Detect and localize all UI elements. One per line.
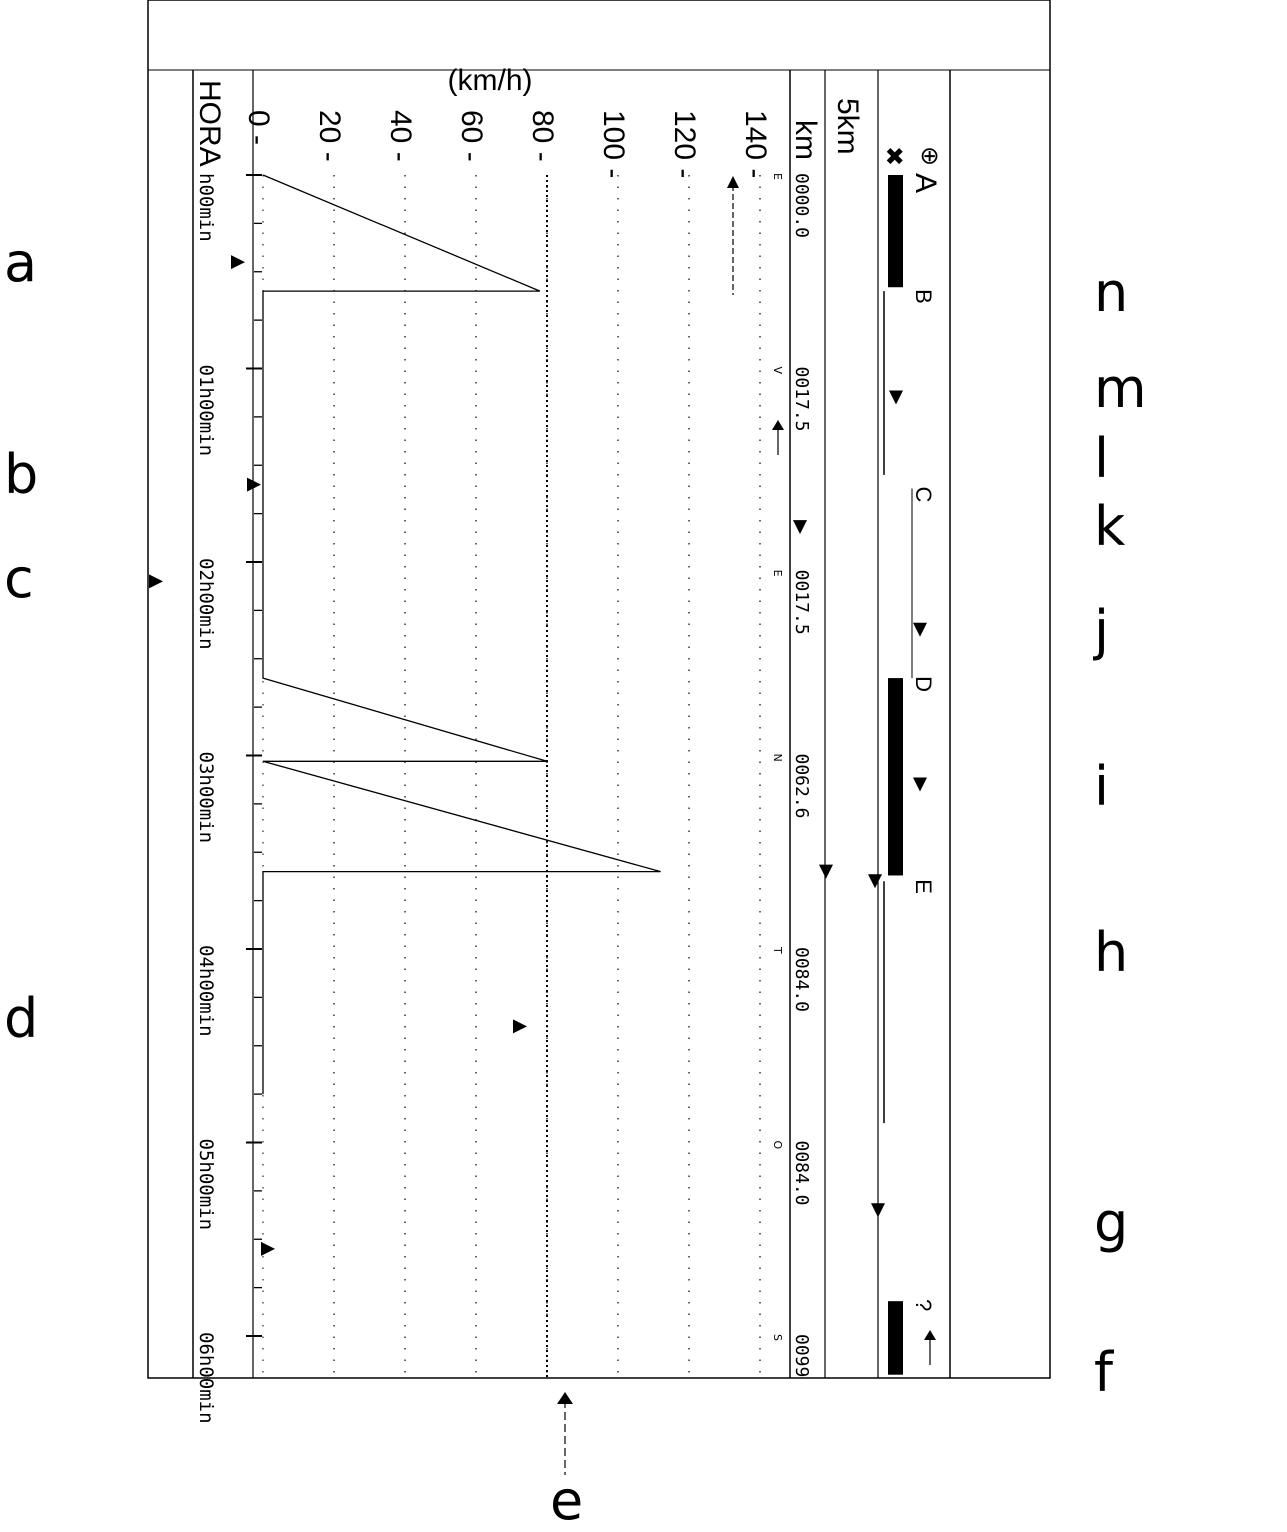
- odometer-value: 0084.0: [791, 947, 812, 1012]
- x-tick-label: 04h00min: [195, 945, 217, 1037]
- pointer-label-d: d: [4, 987, 39, 1050]
- y-tick-label: 80 -: [526, 110, 559, 162]
- odometer-value: 0017.5: [791, 570, 812, 635]
- x-tick-label: 06h00min: [195, 1332, 217, 1424]
- activity-bar-driving: [888, 1301, 903, 1375]
- activity-label: A: [909, 173, 942, 193]
- x-tick-label: h00min: [195, 173, 217, 242]
- pointer-label-g: g: [1094, 1191, 1129, 1254]
- distance-scale-label: 5km: [831, 98, 864, 155]
- marker-c: [149, 574, 163, 589]
- y-tick-label: 20 -: [313, 110, 346, 162]
- activity-bar-driving: [888, 678, 903, 876]
- pointer-label-b: b: [4, 443, 39, 506]
- odometer-code: E: [771, 173, 784, 180]
- x-axis-label: HORA: [193, 80, 226, 167]
- marker-g: [871, 1203, 885, 1218]
- pointer-label-m: m: [1094, 357, 1147, 420]
- pointer-label-a: a: [4, 231, 38, 294]
- marker-d: [513, 1019, 527, 1034]
- activity-bar-driving: [888, 175, 903, 288]
- y-axis-label: (km/h): [448, 64, 533, 97]
- activity-label: B: [911, 289, 936, 304]
- marker-h: [819, 864, 833, 879]
- speed-trace: [262, 174, 661, 1095]
- odometer-value: 0062.6: [791, 754, 812, 819]
- odometer-code: S: [771, 1334, 784, 1341]
- arrow-e-head: [557, 1392, 573, 1404]
- pointer-label-f: f: [1094, 1341, 1114, 1404]
- marker-b: [247, 477, 261, 492]
- marker-g-trace: [261, 1241, 275, 1256]
- x-tick-label: 01h00min: [195, 365, 217, 457]
- x-tick-label: 02h00min: [195, 558, 217, 650]
- x-tick-label: 05h00min: [195, 1139, 217, 1231]
- odometer-value: 0017.5: [791, 367, 812, 432]
- pointer-label-c: c: [4, 547, 34, 610]
- arrow-130-head: [727, 176, 739, 188]
- header-symbol-2: ✖: [880, 146, 908, 166]
- pointer-label-e: e: [550, 1469, 584, 1532]
- odometer-code: V: [771, 367, 784, 375]
- pointer-label-h: h: [1094, 921, 1129, 984]
- marker-i: [913, 777, 927, 792]
- odometer-value: 0099: [791, 1334, 812, 1377]
- distance-unit-label: km: [789, 120, 822, 160]
- y-tick-label: 140 -: [739, 110, 772, 178]
- odometer-code: T: [771, 946, 784, 954]
- odometer-code: O: [771, 1141, 784, 1150]
- header-symbol-1: ⊕: [916, 146, 944, 166]
- pointer-label-i: i: [1094, 755, 1110, 818]
- y-tick-label: 40 -: [384, 110, 417, 162]
- odometer-code: N: [771, 754, 784, 762]
- pointer-label-j: j: [1094, 599, 1110, 662]
- activity-label: C: [911, 486, 936, 502]
- x-tick-label: 03h00min: [195, 752, 217, 844]
- y-tick-label: 60 -: [455, 110, 488, 162]
- y-tick-label: 100 -: [597, 110, 630, 178]
- chart-frame: [147, 0, 1051, 1379]
- odometer-value: 0084.0: [791, 1141, 812, 1206]
- arrow-f-head: [924, 1330, 936, 1340]
- pointer-label-n: n: [1094, 261, 1129, 324]
- marker-m: [889, 390, 903, 405]
- pointer-label-k: k: [1094, 495, 1126, 558]
- arrow-km-head: [772, 420, 784, 430]
- activity-label: ?: [911, 1299, 936, 1311]
- activity-label: E: [911, 879, 936, 894]
- y-tick-label: 0 -: [242, 110, 275, 145]
- pointer-label-l: l: [1094, 427, 1110, 490]
- odometer-code: E: [771, 570, 784, 577]
- odometer-value: 0000.0: [791, 173, 812, 238]
- marker-a: [231, 255, 245, 270]
- activity-label: D: [911, 676, 936, 692]
- marker-j: [913, 622, 927, 637]
- marker-h2: [868, 874, 882, 889]
- marker-k: [793, 520, 807, 535]
- y-tick-label: 120 -: [668, 110, 701, 178]
